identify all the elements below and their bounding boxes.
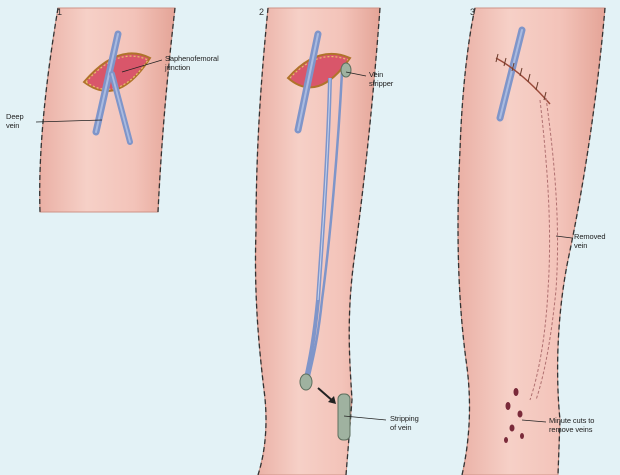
label-vein-stripper: Vein stripper	[369, 70, 393, 88]
label-stripping-of-vein: Stripping of vein	[390, 414, 419, 432]
label-saphenofemoral-junction: Saphenofemoral junction	[165, 54, 219, 72]
panel-number-2: 2	[259, 7, 264, 17]
label-removed-vein: Removed vein	[574, 232, 605, 250]
panel-number-1: 1	[57, 7, 62, 17]
panel-number-3: 3	[470, 7, 475, 17]
panel-1-thigh	[40, 8, 175, 212]
label-minute-cuts: Minute cuts to remove veins	[549, 416, 594, 434]
label-deep-vein: Deep vein	[6, 112, 24, 130]
